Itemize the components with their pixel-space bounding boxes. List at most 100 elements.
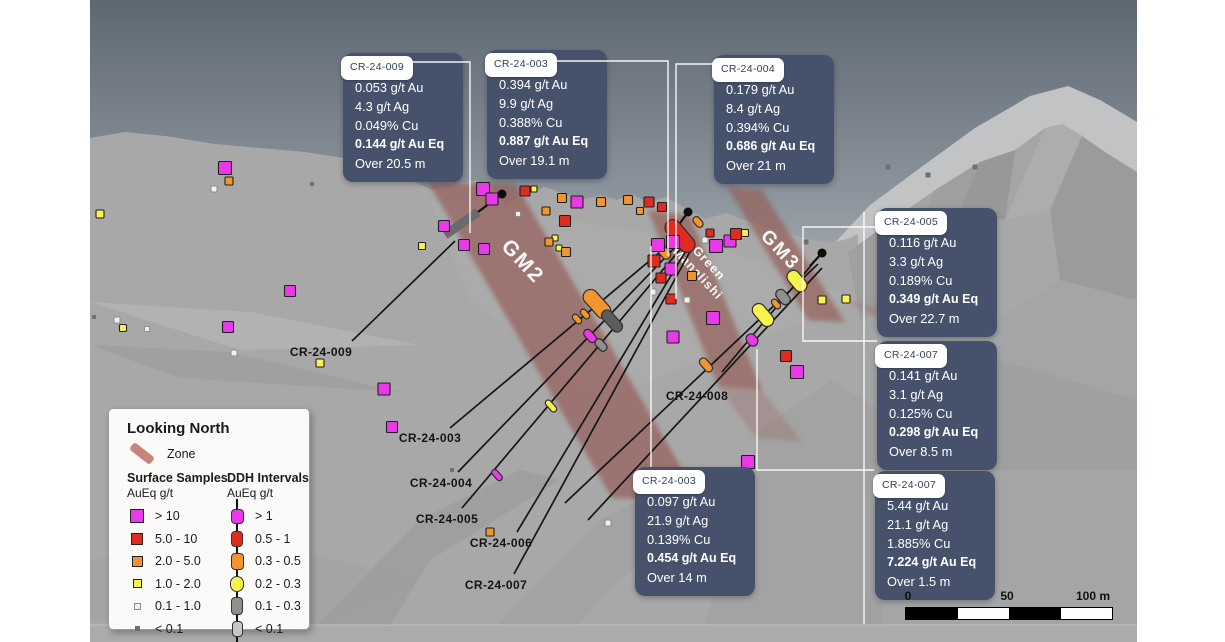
sample-square [925,172,931,178]
sample-square [972,164,978,170]
sample-square [310,182,314,186]
interval-marker [579,308,591,320]
sample-square [556,192,568,204]
legend-range-label: 0.3 - 0.5 [255,554,301,569]
legend: Looking North Zone Surface Samples AuEq … [108,408,310,642]
assay-aueq-line: 0.298 g/t Au Eq [889,425,979,439]
ddh-drill-line [236,499,238,642]
drillhole-label: CR-24-008 [666,389,728,403]
sample-square [95,209,105,219]
legend-range-label: > 1 [255,509,273,524]
assay-line: 0.053 g/t Au [355,80,424,95]
drillhole-label: CR-24-006 [470,536,532,550]
legend-ddh-item: 0.2 - 0.3 [227,573,427,596]
sample-square [665,234,681,250]
sample-square [217,160,233,176]
sample-square [817,295,827,305]
sample-square [560,246,572,258]
sample-square [643,196,655,208]
scale-segment [1060,608,1112,619]
sample-square [541,206,551,216]
interval-marker [544,399,558,413]
collar-point [683,207,693,217]
legend-range-label: 0.1 - 0.3 [255,599,301,614]
legend-surface-item: 2.0 - 5.0 [127,550,201,573]
sample-square [385,420,399,434]
zone-band [428,182,700,500]
sample-square [450,468,454,472]
legend-chip [230,552,244,570]
assay-interval-length: Over 14 m [647,570,707,585]
legend-ddh-item: < 0.1 [227,618,427,641]
interval-marker [491,468,503,482]
sample-square [530,185,538,193]
legend-ddh-item: 0.3 - 0.5 [227,550,427,573]
assay-interval-length: Over 21 m [726,158,786,173]
legend-chip [231,530,243,547]
assay-line: 0.179 g/t Au [726,82,795,97]
sample-square [558,214,572,228]
sample-square [92,315,96,319]
assay-aueq-line: 0.887 g/t Au Eq [499,134,589,148]
sample-square [647,254,661,268]
sample-square [740,228,750,238]
sample-square [841,294,851,304]
sample-square [210,185,218,193]
assay-line: 3.3 g/t Ag [889,254,944,269]
sample-square [686,270,698,282]
assay-line: 0.189% Cu [889,273,953,288]
assay-line: 9.9 g/t Ag [499,96,554,111]
callout-hole-id: CR-24-003 [485,53,558,77]
sample-square [708,238,724,254]
assay-line: 0.116 g/t Au [889,235,957,250]
drill-trace [457,235,687,473]
sample-square [230,349,238,357]
legend-swatch [131,555,143,567]
sample-square [649,288,657,296]
legend-chip [231,620,243,637]
sample-square [595,196,607,208]
assay-line: 0.125% Cu [889,406,953,421]
drillhole-label: CR-24-004 [410,476,472,490]
sample-square [570,195,584,209]
callout-hole-id: CR-24-009 [341,56,414,80]
legend-range-label: 5.0 - 10 [155,531,198,546]
assay-interval-length: Over 1.5 m [887,574,951,589]
assay-interval-length: Over 20.5 m [355,156,426,171]
sample-square [604,519,612,527]
drill-trace [351,240,456,342]
sample-square [437,219,451,233]
callout-hole-id: CR-24-003 [633,470,706,494]
scale-tick-label: 100 m [1075,589,1111,603]
collar-point [817,248,827,258]
assay-aueq-line: 0.349 g/t Au Eq [889,292,979,306]
sample-square [113,316,121,324]
interval-marker [775,288,791,306]
sample-square [457,238,471,252]
sample-square [705,310,721,326]
assay-line: 21.9 g/t Ag [647,513,709,528]
legend-range-label: 2.0 - 5.0 [155,554,201,569]
scale-segment [906,608,958,619]
legend-surface-item: < 0.1 [127,618,201,641]
assay-aueq-line: 0.454 g/t Au Eq [647,551,737,565]
assay-line: 4.3 g/t Ag [355,99,410,114]
legend-range-label: 1.0 - 2.0 [155,576,201,591]
sample-square [475,181,491,197]
ddh-intervals-header: DDH Intervals AuEq g/t [227,471,309,500]
assay-interval-length: Over 19.1 m [499,153,570,168]
sample-square [144,326,150,332]
sample-square [515,211,521,217]
assay-line: 21.1 g/t Ag [887,517,949,532]
sample-square [417,241,427,251]
sample-square [705,228,715,238]
sample-square [485,527,495,537]
callout-hole-id: CR-24-005 [875,211,948,235]
assay-aueq-line: 0.686 g/t Au Eq [726,139,816,153]
assay-interval-length: Over 8.5 m [889,444,953,459]
